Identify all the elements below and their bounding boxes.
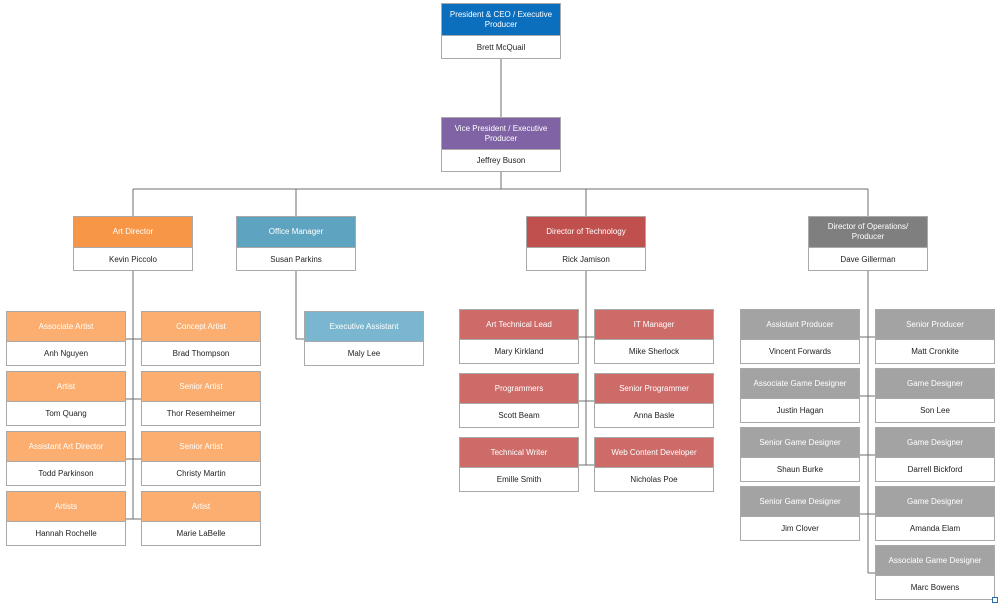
node-person-name: Mike Sherlock: [595, 340, 713, 363]
node-role-title: Associate Artist: [7, 312, 125, 342]
node-person-name: Amanda Elam: [876, 517, 994, 540]
node-person-name: Justin Hagan: [741, 399, 859, 422]
node-person-name: Thor Resemheimer: [142, 402, 260, 425]
node-role-title: Art Director: [74, 217, 192, 248]
node-person-name: Son Lee: [876, 399, 994, 422]
node-person-name: Christy Martin: [142, 462, 260, 485]
node-person-name: Maly Lee: [305, 342, 423, 365]
node-role-title: Assistant Art Director: [7, 432, 125, 462]
node-role-title: Director of Technology: [527, 217, 645, 248]
node-person-name: Mary Kirkland: [460, 340, 578, 363]
node-role-title: Senior Programmer: [595, 374, 713, 404]
node-role-title: Office Manager: [237, 217, 355, 248]
node-role-title: Executive Assistant: [305, 312, 423, 342]
node-role-title: Web Content Developer: [595, 438, 713, 468]
node-person-name: Hannah Rochelle: [7, 522, 125, 545]
resize-handle[interactable]: [992, 597, 998, 603]
node-person-name: Rick Jamison: [527, 248, 645, 270]
node-person-name: Kevin Piccolo: [74, 248, 192, 270]
node-role-title: Art Technical Lead: [460, 310, 578, 340]
node-role-title: Artist: [142, 492, 260, 522]
node-person-name: Marc Bowens: [876, 576, 994, 599]
node-person-name: Shaun Burke: [741, 458, 859, 481]
node-person-name: Vincent Forwards: [741, 340, 859, 363]
node-role-title: Senior Artist: [142, 432, 260, 462]
node-role-title: Associate Game Designer: [741, 369, 859, 399]
node-role-title: Artists: [7, 492, 125, 522]
node-person-name: Anh Nguyen: [7, 342, 125, 365]
node-person-name: Jeffrey Buson: [442, 150, 560, 171]
node-role-title: IT Manager: [595, 310, 713, 340]
node-role-title: President & CEO / Executive Producer: [442, 4, 560, 36]
node-role-title: Senior Game Designer: [741, 487, 859, 517]
node-role-title: Game Designer: [876, 487, 994, 517]
node-person-name: Brett McQuail: [442, 36, 560, 58]
node-person-name: Jim Clover: [741, 517, 859, 540]
node-role-title: Senior Artist: [142, 372, 260, 402]
node-role-title: Vice President / Executive Producer: [442, 118, 560, 150]
node-person-name: Anna Basle: [595, 404, 713, 427]
node-role-title: Senior Game Designer: [741, 428, 859, 458]
node-person-name: Darrell Bickford: [876, 458, 994, 481]
node-role-title: Programmers: [460, 374, 578, 404]
node-role-title: Senior Producer: [876, 310, 994, 340]
node-person-name: Emille Smith: [460, 468, 578, 491]
node-person-name: Matt Cronkite: [876, 340, 994, 363]
node-role-title: Associate Game Designer: [876, 546, 994, 576]
node-role-title: Artist: [7, 372, 125, 402]
node-person-name: Tom Quang: [7, 402, 125, 425]
node-person-name: Todd Parkinson: [7, 462, 125, 485]
node-person-name: Marie LaBelle: [142, 522, 260, 545]
node-person-name: Nicholas Poe: [595, 468, 713, 491]
node-person-name: Susan Parkins: [237, 248, 355, 270]
node-role-title: Game Designer: [876, 369, 994, 399]
node-role-title: Technical Writer: [460, 438, 578, 468]
node-person-name: Scott Beam: [460, 404, 578, 427]
node-person-name: Brad Thompson: [142, 342, 260, 365]
node-person-name: Dave Gillerman: [809, 248, 927, 270]
node-role-title: Assistant Producer: [741, 310, 859, 340]
node-role-title: Game Designer: [876, 428, 994, 458]
node-role-title: Concept Artist: [142, 312, 260, 342]
node-role-title: Director of Operations/ Producer: [809, 217, 927, 248]
